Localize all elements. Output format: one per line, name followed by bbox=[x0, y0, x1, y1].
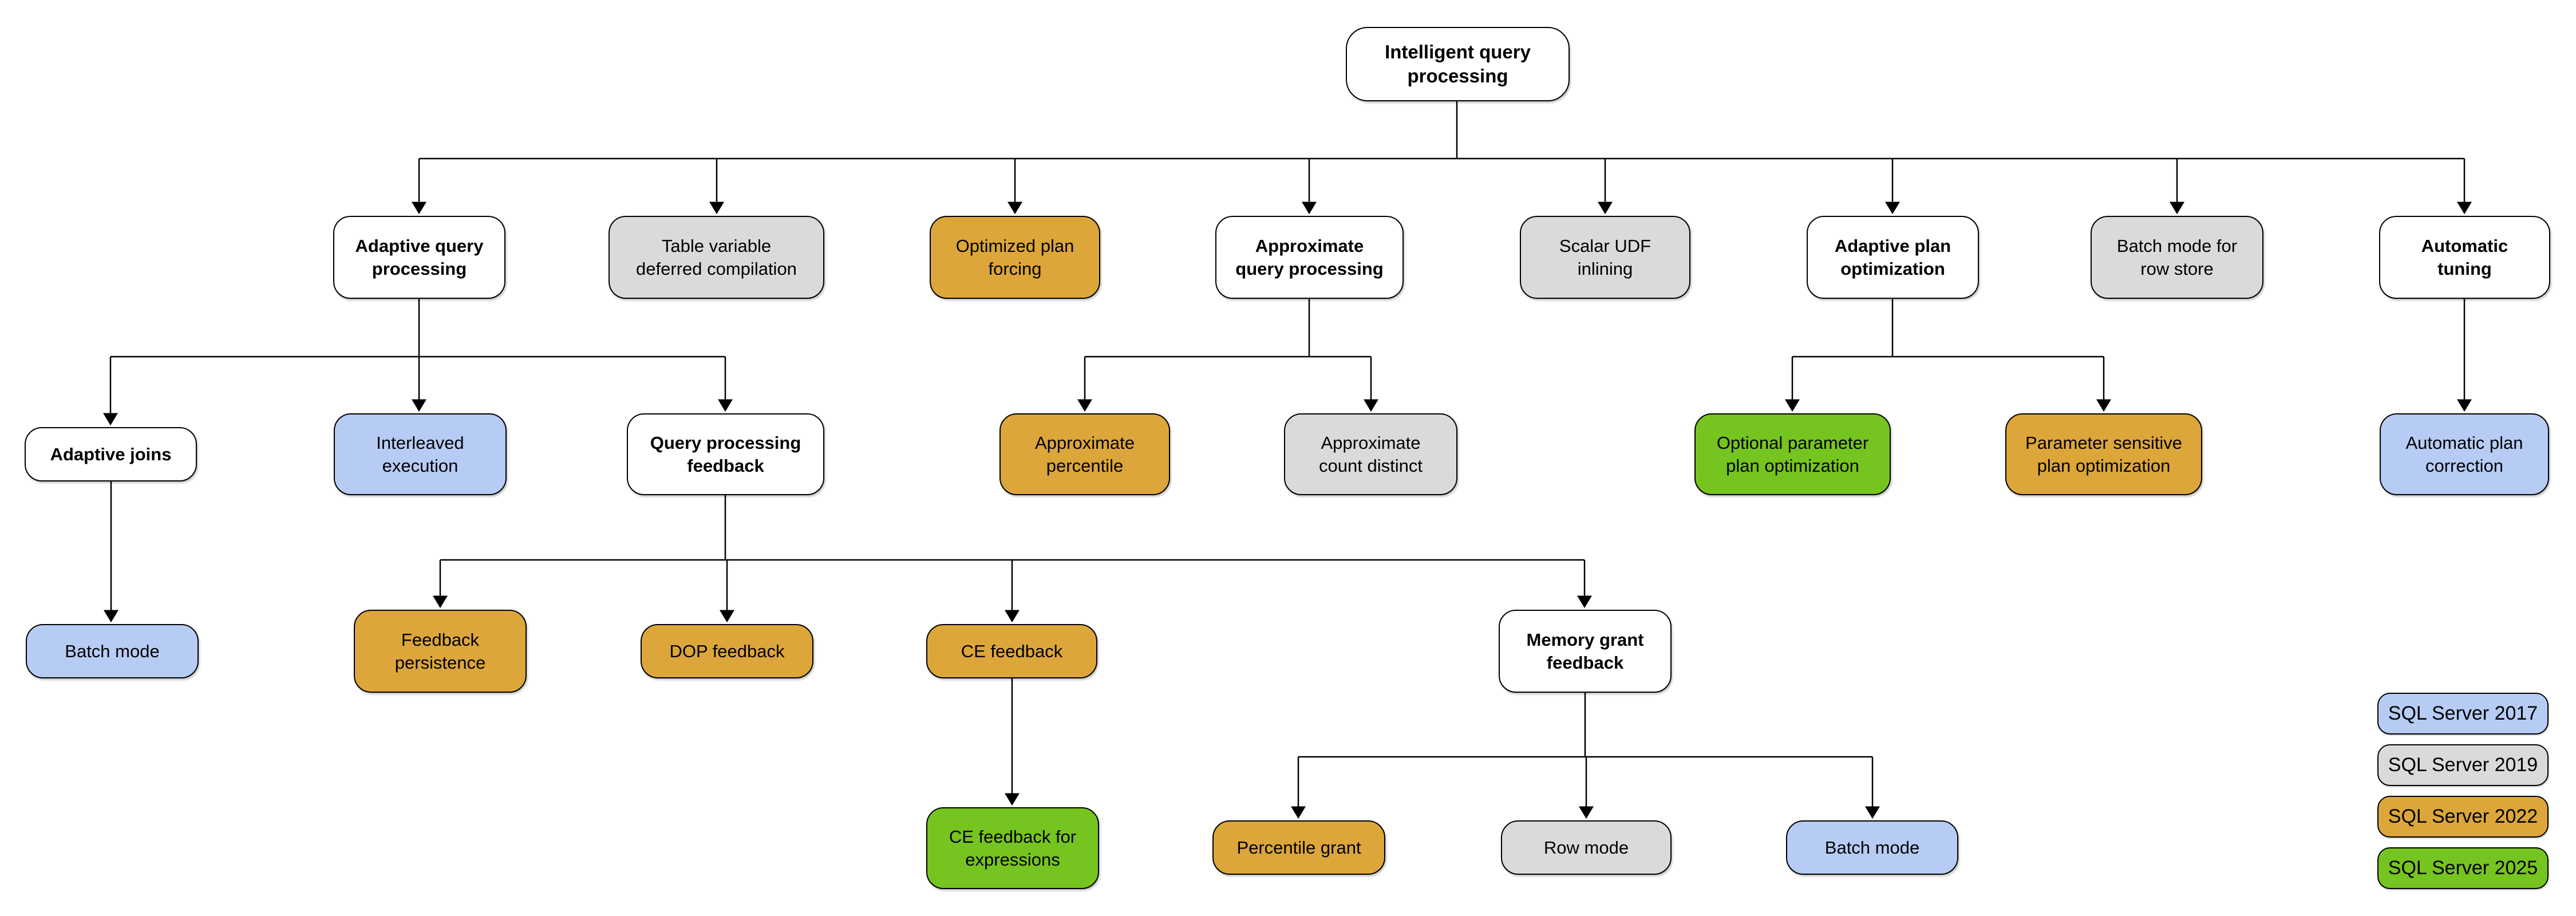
node-ce-feedback-for-expressions: CE feedback for expressions bbox=[926, 807, 1099, 889]
node-adaptive-query-processing: Adaptive query processing bbox=[333, 216, 505, 299]
node-automatic-plan-correction: Automatic plan correction bbox=[2380, 413, 2549, 495]
node-optional-parameter-plan-optimization: Optional parameter plan optimization bbox=[1694, 413, 1891, 495]
node-query-processing-feedback: Query processing feedback bbox=[627, 413, 824, 495]
node-scalar-udf-inlining: Scalar UDF inlining bbox=[1520, 216, 1690, 299]
node-adaptive-plan-optimization: Adaptive plan optimization bbox=[1807, 216, 1979, 299]
node-batch-mode-for-row-store: Batch mode for row store bbox=[2091, 216, 2263, 299]
legend-sql-server-2022: SQL Server 2022 bbox=[2377, 796, 2549, 838]
node-automatic-tuning: Automatic tuning bbox=[2379, 216, 2550, 299]
node-batch-mode-under-memory-grant: Batch mode bbox=[1786, 820, 1958, 875]
node-adaptive-joins: Adaptive joins bbox=[25, 427, 197, 481]
node-table-variable-deferred-compilation: Table variable deferred compilation bbox=[609, 216, 824, 299]
node-row-mode: Row mode bbox=[1501, 820, 1672, 875]
node-batch-mode-under-adaptive-joins: Batch mode bbox=[26, 624, 199, 678]
legend-sql-server-2025: SQL Server 2025 bbox=[2377, 847, 2549, 889]
node-feedback-persistence: Feedback persistence bbox=[354, 610, 527, 693]
node-memory-grant-feedback: Memory grant feedback bbox=[1499, 610, 1672, 693]
node-interleaved-execution: Interleaved execution bbox=[334, 413, 507, 495]
node-approximate-percentile: Approximate percentile bbox=[999, 413, 1170, 495]
node-approximate-query-processing: Approximate query processing bbox=[1215, 216, 1404, 299]
legend-sql-server-2017: SQL Server 2017 bbox=[2377, 693, 2549, 735]
node-intelligent-query-processing: Intelligent query processing bbox=[1346, 27, 1570, 101]
node-dop-feedback: DOP feedback bbox=[641, 624, 813, 678]
node-percentile-grant: Percentile grant bbox=[1212, 820, 1385, 875]
node-parameter-sensitive-plan-optimization: Parameter sensitive plan optimization bbox=[2005, 413, 2202, 495]
node-ce-feedback: CE feedback bbox=[926, 624, 1097, 678]
node-approximate-count-distinct: Approximate count distinct bbox=[1284, 413, 1457, 495]
legend-sql-server-2019: SQL Server 2019 bbox=[2377, 744, 2549, 786]
node-optimized-plan-forcing: Optimized plan forcing bbox=[930, 216, 1100, 299]
